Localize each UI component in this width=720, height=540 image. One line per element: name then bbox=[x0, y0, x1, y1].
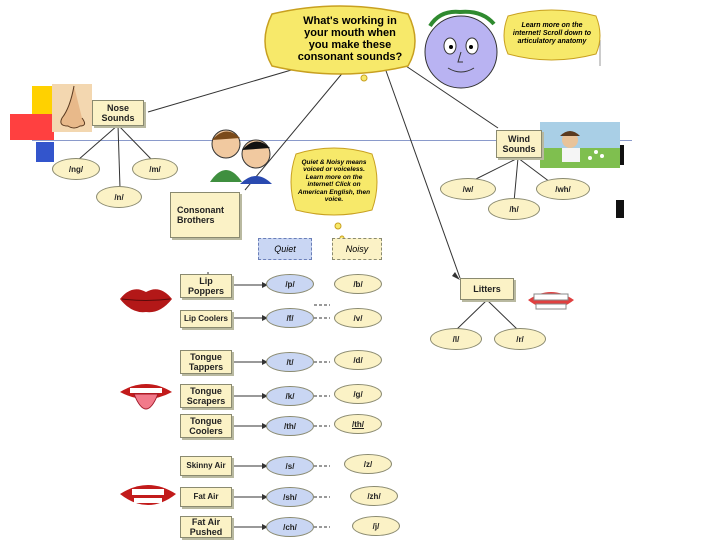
quiet-sound-sh: /sh/ bbox=[266, 487, 314, 507]
quiet-sound-t: /t/ bbox=[266, 352, 314, 372]
tongue-mouth-icon bbox=[120, 384, 172, 410]
noisy-sound-v: /v/ bbox=[334, 308, 382, 328]
wind-sound-w: /w/ bbox=[440, 178, 496, 200]
slide-accent-blue bbox=[36, 142, 54, 162]
quiet-noisy-note-shape bbox=[290, 147, 378, 241]
nose-sound-n: /n/ bbox=[96, 186, 142, 208]
brothers-icon bbox=[210, 129, 272, 184]
face-icon bbox=[424, 9, 498, 89]
wind-sounds-box: Wind Sounds bbox=[496, 130, 542, 158]
nose-sound-m: /m/ bbox=[132, 158, 178, 180]
teeth-tongue-icon bbox=[528, 292, 574, 310]
wind-sound-h: /h/ bbox=[488, 198, 540, 220]
quiet-sound-f: /f/ bbox=[266, 308, 314, 328]
slide-accent-line bbox=[32, 140, 632, 141]
title-text: What's working in your mouth when you ma… bbox=[297, 15, 403, 63]
anatomy-note: Learn more on the internet! Scroll down … bbox=[512, 22, 592, 45]
litters-box: Litters bbox=[460, 278, 514, 300]
litter-sound-l: /l/ bbox=[430, 328, 482, 350]
lips-icon bbox=[120, 289, 172, 313]
row-label-fat-air-pushed: Fat Air Pushed bbox=[180, 516, 232, 538]
noisy-column-header: Noisy bbox=[332, 238, 382, 260]
noisy-sound-d: /d/ bbox=[334, 350, 382, 370]
quiet-sound-s: /s/ bbox=[266, 456, 314, 476]
row-label-fat-air: Fat Air bbox=[180, 487, 232, 507]
noisy-sound-th: /th/ bbox=[334, 414, 382, 434]
quiet-sound-th: /th/ bbox=[266, 416, 314, 436]
noisy-sound-z: /z/ bbox=[344, 454, 392, 474]
row-label-tongue-tappers: Tongue Tappers bbox=[180, 350, 232, 374]
quiet-sound-k: /k/ bbox=[266, 386, 314, 406]
quiet-noisy-note: Quiet & Noisy means voiced or voiceless.… bbox=[297, 158, 371, 204]
teeth-mouth-icon bbox=[120, 485, 176, 505]
noisy-sound-zh: /zh/ bbox=[350, 486, 398, 506]
nose-icon bbox=[52, 84, 92, 132]
wind-photo bbox=[540, 122, 620, 168]
noisy-sound-g: /g/ bbox=[334, 384, 382, 404]
quiet-sound-p: /p/ bbox=[266, 274, 314, 294]
litter-sound-r: /r/ bbox=[494, 328, 546, 350]
row-label-skinny-air: Skinny Air bbox=[180, 456, 232, 476]
quiet-column-header: Quiet bbox=[258, 238, 312, 260]
slide-accent-red bbox=[10, 114, 54, 140]
row-label-tongue-scrapers: Tongue Scrapers bbox=[180, 384, 232, 408]
row-label-tongue-coolers: Tongue Coolers bbox=[180, 414, 232, 438]
wind-sound-wh: /wh/ bbox=[536, 178, 590, 200]
nose-sounds-box: Nose Sounds bbox=[92, 100, 144, 126]
noisy-sound-j: /j/ bbox=[352, 516, 400, 536]
title-bubble-shape bbox=[264, 5, 416, 82]
row-label-lip-poppers: Lip Poppers bbox=[180, 274, 232, 298]
noisy-sound-b: /b/ bbox=[334, 274, 382, 294]
row-label-lip-coolers: Lip Coolers bbox=[180, 310, 232, 328]
quiet-sound-ch: /ch/ bbox=[266, 517, 314, 537]
consonant-brothers-box: Consonant Brothers bbox=[170, 192, 240, 238]
nose-sound-ng: /ng/ bbox=[52, 158, 100, 180]
anatomy-note-shape bbox=[503, 9, 601, 61]
